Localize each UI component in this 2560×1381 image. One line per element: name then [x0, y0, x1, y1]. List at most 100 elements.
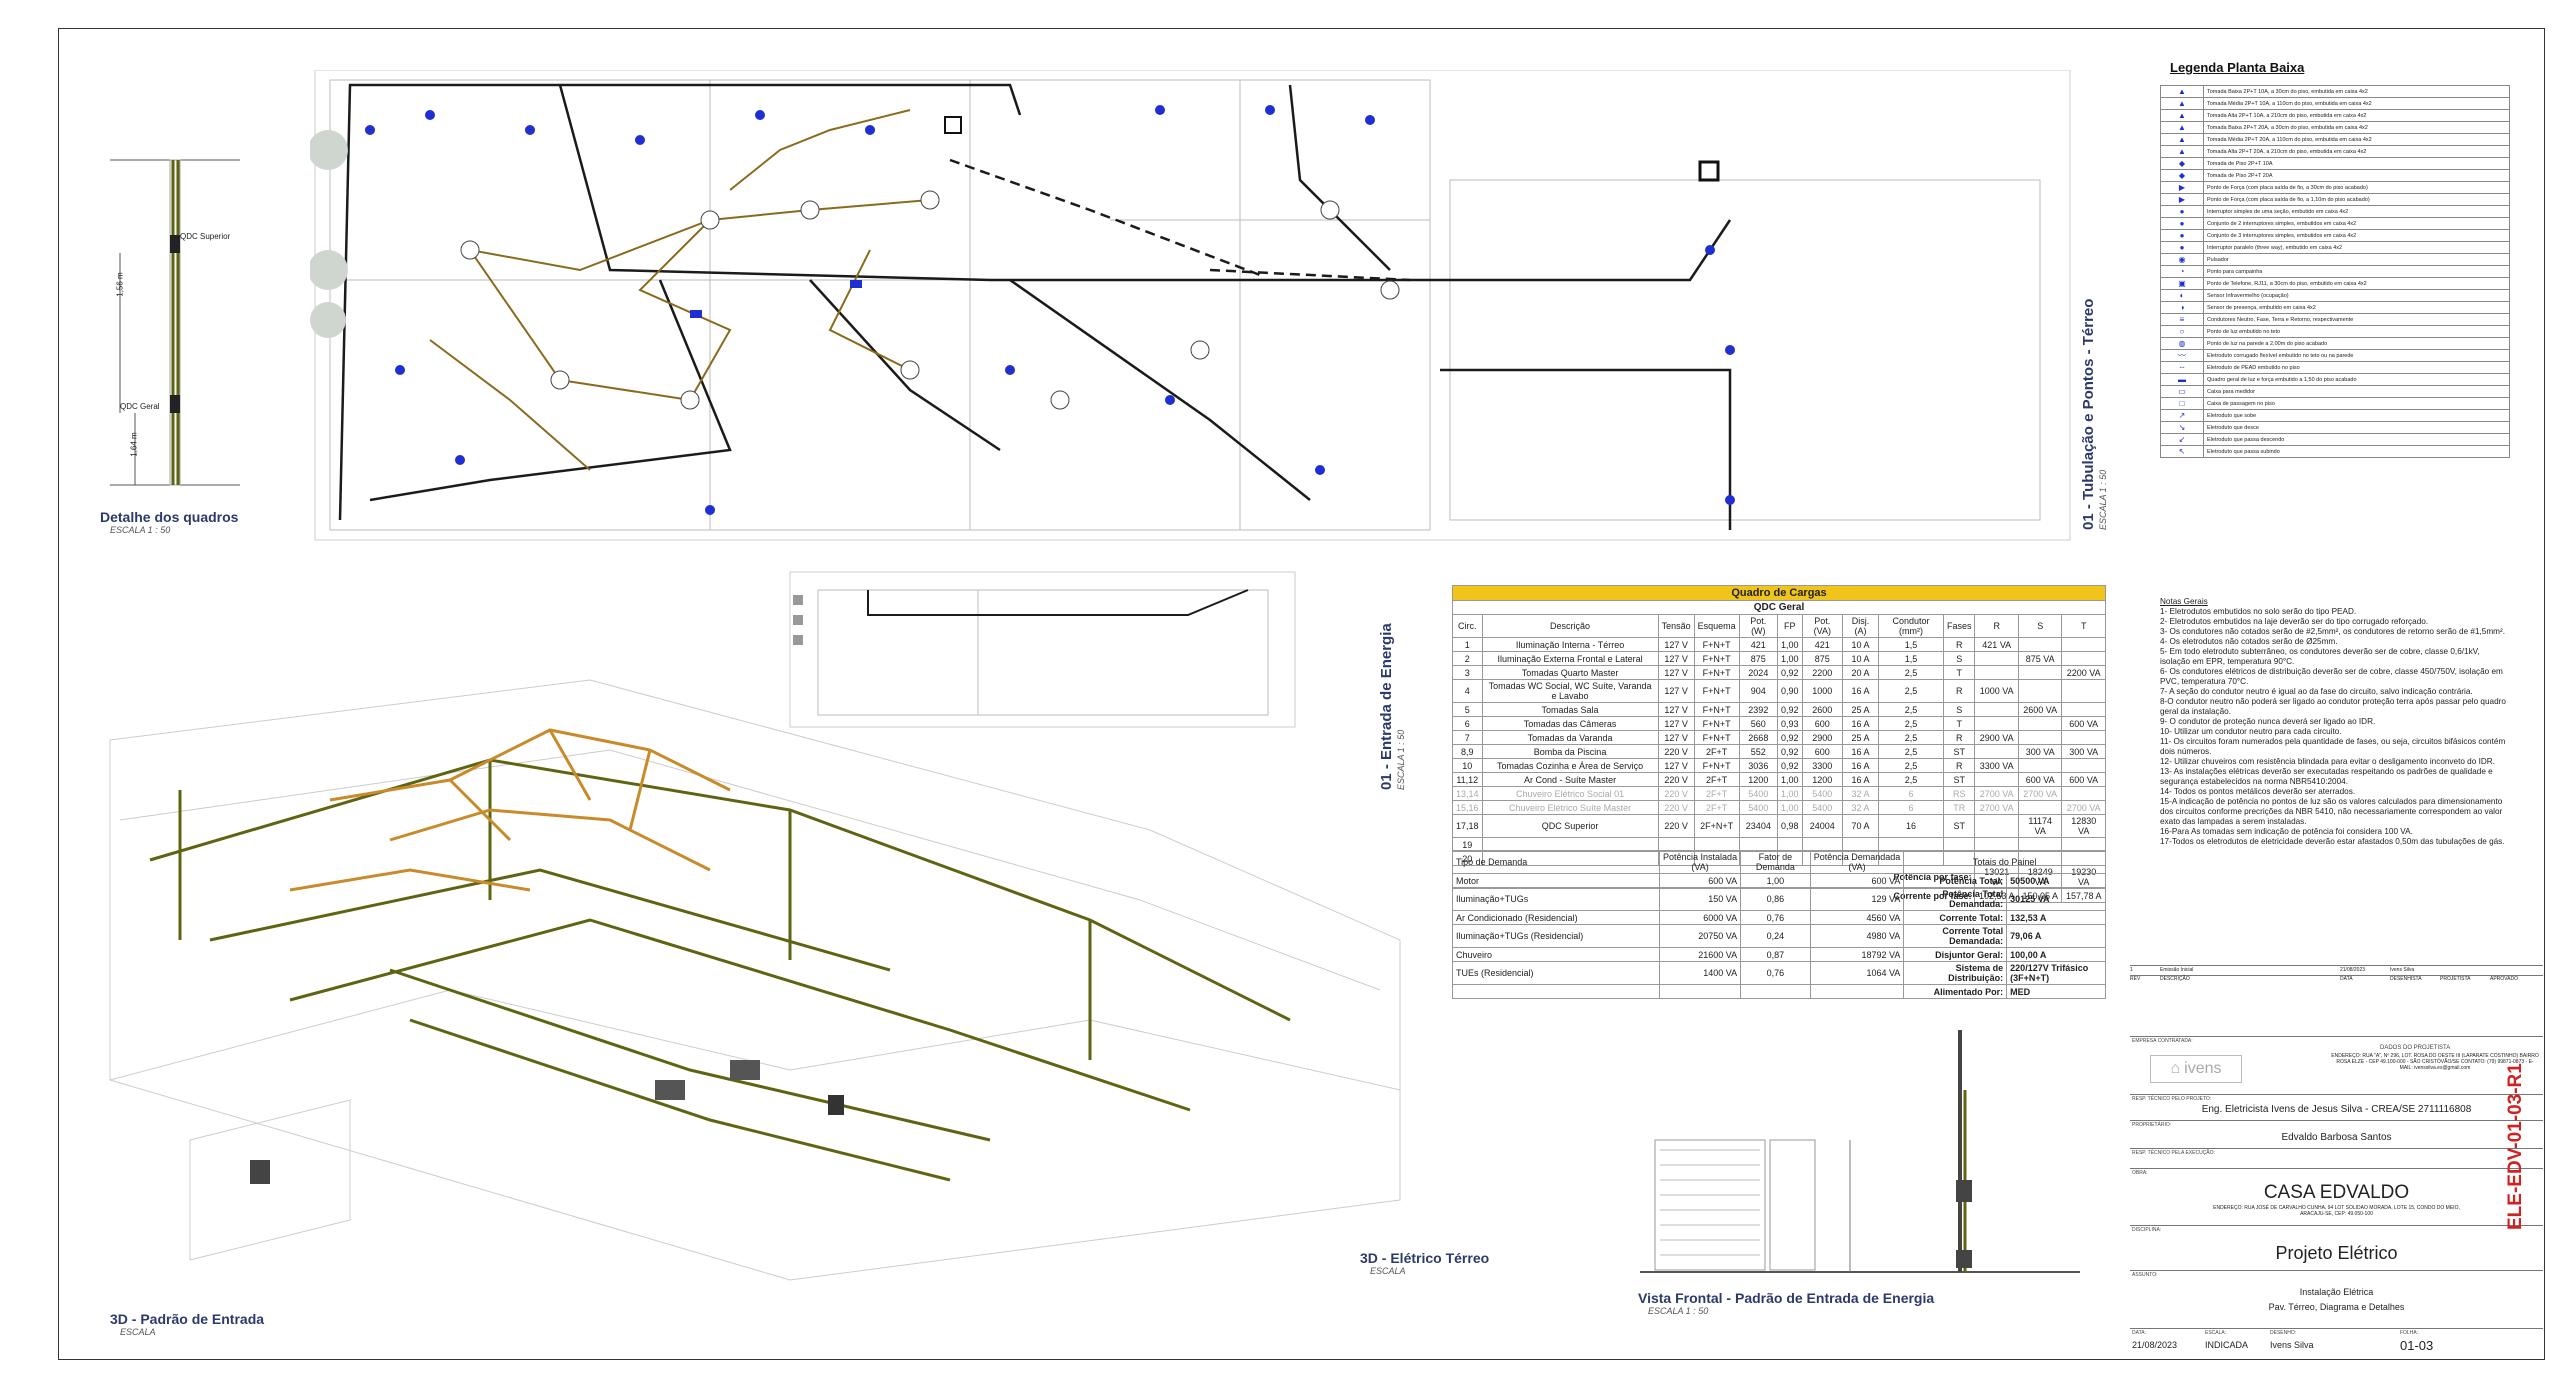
legend-symbol-icon: ◆	[2160, 169, 2204, 182]
subject-line-2: Pav. Térreo, Diagrama e Detalhes	[2268, 1302, 2405, 1312]
legend-symbol-icon: ●	[2160, 241, 2204, 254]
subject-line-1: Instalação Elétrica	[2299, 1287, 2374, 1297]
legend-item: ▣Ponto de Telefone, RJ11, a 30cm do piso…	[2160, 277, 2510, 290]
note-item: 2- Eletrodutos embutidos na laje deverão…	[2160, 617, 2429, 626]
responsible-engineer: Eng. Eletricista Ivens de Jesus Silva - …	[2201, 1104, 2472, 1115]
legend-item: 〰Eletroduto corrugado flexível embutido …	[2160, 349, 2510, 362]
legend-item: ▲Tomada Média 2P+T 10A, a 110cm do piso,…	[2160, 97, 2510, 110]
legend-symbol-icon: ▲	[2160, 97, 2204, 110]
legend-symbol-icon: ◔	[2160, 265, 2204, 278]
note-item: 6- Os condutores elétricos de distribuiç…	[2160, 667, 2503, 686]
note-item: 11- Os circuitos foram numerados pela qu…	[2160, 737, 2506, 756]
legend-item: ◉Pulsador	[2160, 253, 2510, 266]
note-item: 7- A seção do condutor neutro é igual ao…	[2160, 687, 2473, 696]
project-name: CASA EDVALDO	[2263, 1182, 2410, 1203]
revision-row: 1 Emissão Inicial 21/08/2023 Ivens Silva	[2130, 967, 2415, 973]
legend-item: ▲Tomada Alta 2P+T 10A, a 210cm do piso, …	[2160, 109, 2510, 122]
legend-item: □Caixa de passagem no piso	[2160, 397, 2510, 410]
frontal-view-drawing	[1640, 1030, 2080, 1273]
legend-symbol-icon: ┄	[2160, 361, 2204, 374]
legend-symbol-icon: ≡	[2160, 313, 2204, 326]
note-item: 12- Utilizar chuveiros com resistência b…	[2160, 757, 2495, 766]
legend-symbol-icon: ▲	[2160, 133, 2204, 146]
frontal-view-title: Vista Frontal - Padrão de Entrada de Ene…	[1638, 1290, 1935, 1316]
legend-symbol-icon: ▶	[2160, 193, 2204, 206]
note-item: 15-A indicação de potência no pontos de …	[2160, 797, 2503, 826]
legend-item: ◔Ponto para campainha	[2160, 265, 2510, 278]
legend-symbol-icon: ▲	[2160, 85, 2204, 98]
legend-item: ◐Sensor Infravermelho (ocupação)	[2160, 289, 2510, 302]
legend-symbol-icon: ↙	[2160, 433, 2204, 446]
note-item: 1- Eletrodutos embutidos no solo serão d…	[2160, 607, 2357, 616]
legend-symbol-icon: ●	[2160, 205, 2204, 218]
note-item: 5- Em todo eletroduto subterrâneo, os co…	[2160, 647, 2480, 666]
qdc-geral-label: QDC Geral	[120, 402, 160, 411]
legend-item: ●Interruptor simples de uma seção, embut…	[2160, 205, 2510, 218]
legend-item: ▲Tomada Média 2P+T 20A, a 110cm do piso,…	[2160, 133, 2510, 146]
legend-symbol-icon: ◐	[2160, 289, 2204, 302]
note-item: 4- Os eletrodutos não cotados serão de Ø…	[2160, 637, 2338, 646]
owner-name: Edvaldo Barbosa Santos	[2281, 1132, 2392, 1143]
legend-item: ≡Condutores Neutro, Fase, Terra e Retorn…	[2160, 313, 2510, 326]
legend-symbol-icon: □	[2160, 397, 2204, 410]
legend-symbol-icon: ↗	[2160, 409, 2204, 422]
legend-symbol-icon: ●	[2160, 229, 2204, 242]
legend-item: ▲Tomada Alta 2P+T 20A, a 210cm do piso, …	[2160, 145, 2510, 158]
load-table-subtitle: QDC Geral	[1452, 600, 2106, 615]
legend-symbol-icon: ▲	[2160, 145, 2204, 158]
legend-item: ▬Quadro geral de luz e força embutido a …	[2160, 373, 2510, 386]
drawing-code: ELE-EDV-01-03-R1	[2505, 1063, 2526, 1230]
legend-item: ●Conjunto de 2 interruptores simples, em…	[2160, 217, 2510, 230]
dimension-label-2: 1,64 m	[129, 432, 139, 457]
legend-item: ▲Tomada Baixa 2P+T 20A, a 30cm do piso, …	[2160, 121, 2510, 134]
legend-item: ◆Tomada de Piso 2P+T 10A	[2160, 157, 2510, 170]
legend-item: ▭Caixa para medidor	[2160, 385, 2510, 398]
legend-item: ↖Eletroduto que passa subindo	[2160, 445, 2510, 458]
legend-symbol-icon: ◆	[2160, 157, 2204, 170]
isometric-3d-view	[109, 679, 1401, 1281]
note-item: 16-Para As tomadas sem indicação de potê…	[2160, 827, 2413, 836]
legend-item: ◑Sensor de presença, embutido em caixa 4…	[2160, 301, 2510, 314]
legend: Legenda Planta Baixa ▲Tomada Baixa 2P+T …	[2160, 60, 2510, 458]
legend-item: ▲Tomada Baixa 2P+T 10A, a 30cm do piso, …	[2160, 85, 2510, 98]
floor-plan	[310, 70, 2071, 541]
legend-symbol-icon: ▶	[2160, 181, 2204, 194]
title-block: 1 Emissão Inicial 21/08/2023 Ivens Silva…	[2130, 965, 2543, 1358]
designer-data: ENDEREÇO: RUA "A", Nº 296, LOT. ROSA DO …	[2331, 1053, 2539, 1071]
project-address: ENDEREÇO: RUA JOSÉ DE CARVALHO CUNHA, 94…	[2213, 1205, 2460, 1217]
note-item: 14- Todos os pontos metálicos deverão se…	[2160, 787, 2356, 796]
legend-symbol-icon: ▲	[2160, 121, 2204, 134]
legend-symbol-icon: 〰	[2160, 349, 2204, 362]
sheet-number: 01-03	[2400, 1338, 2434, 1353]
note-item: 10- Utilizar um condutor neutro para cad…	[2160, 727, 2342, 736]
legend-item: ▶Ponto de Força (com placa saída de fio,…	[2160, 193, 2510, 206]
legend-item: ●Conjunto de 3 interruptores simples, em…	[2160, 229, 2510, 242]
legend-item: ◆Tomada de Piso 2P+T 20A	[2160, 169, 2510, 182]
legend-item: ↘Eletroduto que desce	[2160, 421, 2510, 434]
legend-symbol-icon: ●	[2160, 217, 2204, 230]
legend-item: ●Interruptor paralelo (three way), embut…	[2160, 241, 2510, 254]
general-notes: Notas Gerais 1- Eletrodutos embutidos no…	[2160, 597, 2510, 847]
demand-table-row: Alimentado Por:MED	[1452, 984, 2106, 999]
notes-title: Notas Gerais	[2160, 597, 2208, 606]
